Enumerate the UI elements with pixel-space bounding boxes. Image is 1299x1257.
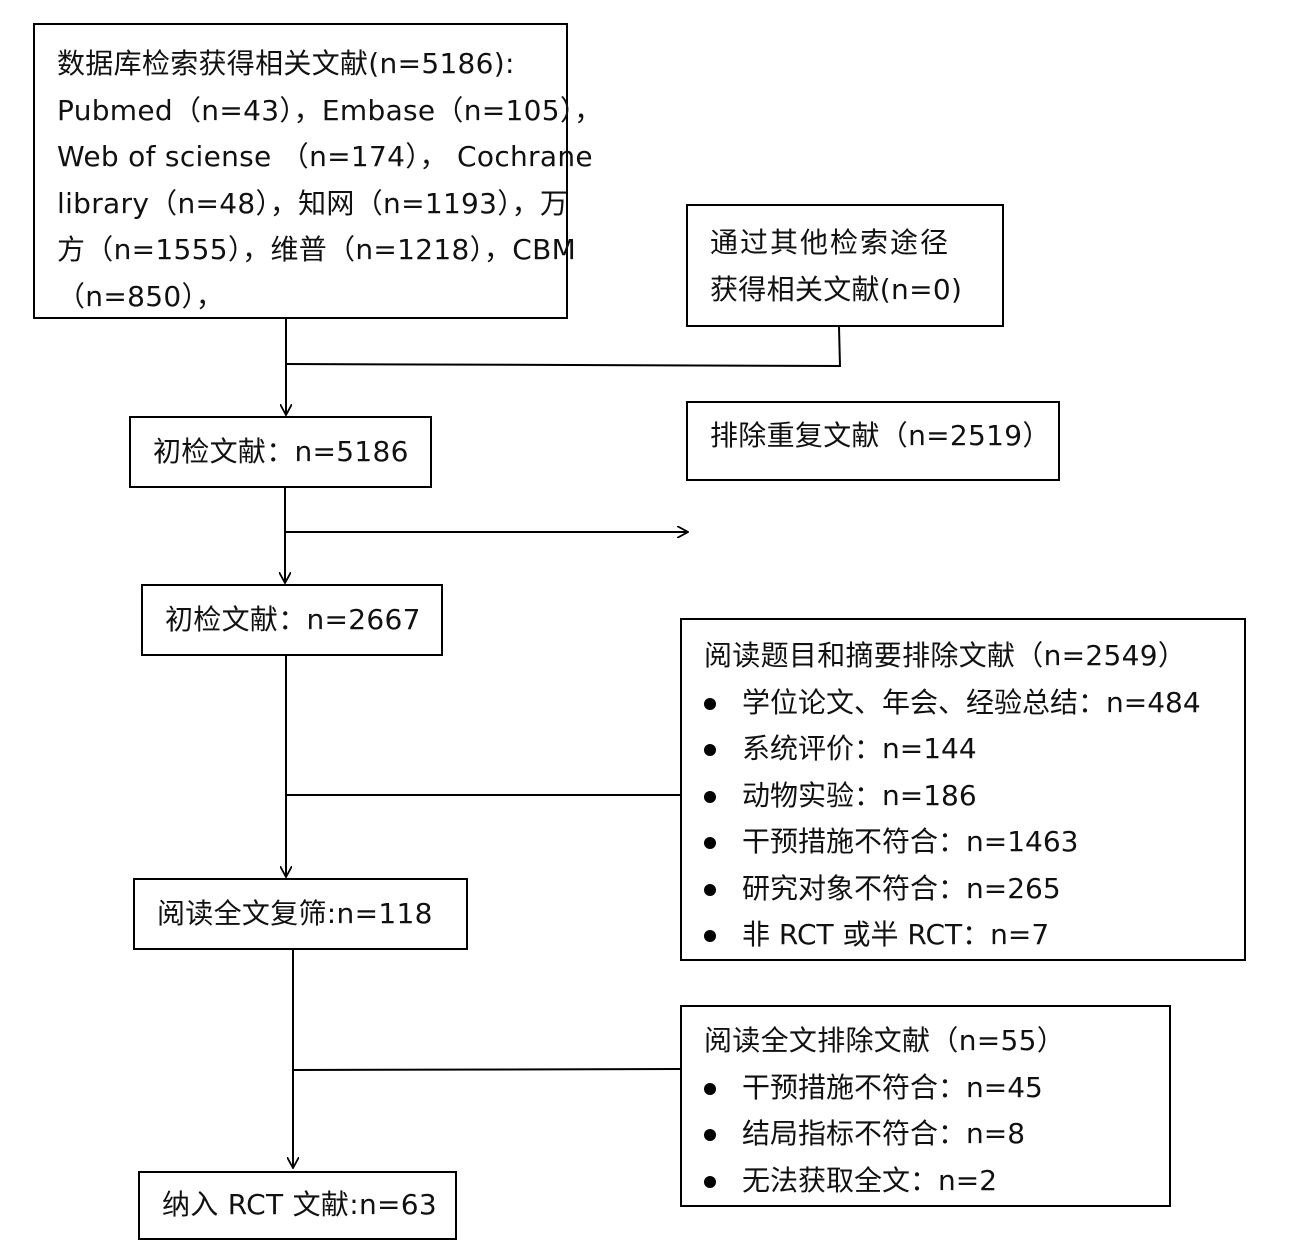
bullet-icon [704,744,716,756]
list-item-label: 非 RCT 或半 RCT：n=7 [742,918,1050,951]
included-box: 纳入 RCT 文献:n=63 [138,1171,457,1240]
list-item-label: 学位论文、年会、经验总结：n=484 [742,685,1201,719]
included-label: 纳入 RCT 文献:n=63 [162,1188,437,1222]
other-sources-line: 通过其他检索途径 [710,226,951,259]
title-abstract-excluded-box: 阅读题目和摘要排除文献（n=2549） 学位论文、年会、经验总结：n=484 系… [680,618,1246,961]
bullet-icon [704,790,716,803]
list-item-label: 干预措施不符合：n=1463 [742,825,1079,858]
list-item: 无法获取全文：n=2 [704,1158,1169,1205]
list-item: 研究对象不符合：n=265 [704,866,1244,913]
initial-check-1-box: 初检文献：n=5186 [129,416,432,488]
full-text-excluded-box: 阅读全文排除文献（n=55） 干预措施不符合：n=45 结局指标不符合：n=8 … [680,1005,1171,1207]
full-text-review-box: 阅读全文复筛:n=118 [133,878,468,950]
duplicates-removed-box: 排除重复文献（n=2519） [686,401,1060,481]
list-item-label: 干预措施不符合：n=45 [742,1070,1043,1104]
initial-check-2-label: 初检文献：n=2667 [165,602,421,636]
database-search-line: （n=850）， [57,279,225,313]
list-item-label: 系统评价：n=144 [742,732,977,765]
list-item: 系统评价：n=144 [704,726,1244,773]
bullet-icon [704,1175,716,1188]
database-search-line: 数据库检索获得相关文献(n=5186): [57,47,515,80]
full-text-excluded-list: 干预措施不符合：n=45 结局指标不符合：n=8 无法获取全文：n=2 [704,1065,1169,1205]
bullet-icon [704,837,716,849]
other-sources-line: 获得相关文献(n=0) [710,272,963,306]
list-item: 干预措施不符合：n=45 [704,1065,1169,1112]
bullet-icon [704,1082,716,1095]
other-sources-text: 通过其他检索途径 获得相关文献(n=0) [710,220,1002,313]
initial-check-1-label: 初检文献：n=5186 [153,434,409,468]
bullet-icon [704,930,716,942]
list-item: 动物实验：n=186 [704,773,1244,820]
edge-other-sources-to-initial-check-1 [285,326,842,368]
database-search-line: Pubmed（n=43），Embase（n=105）， [57,93,603,127]
full-text-excluded-title: 阅读全文排除文献（n=55） [704,1024,1066,1057]
duplicates-removed-label: 排除重复文献（n=2519） [710,419,1051,452]
bullet-icon [704,883,716,896]
database-search-box: 数据库检索获得相关文献(n=5186): Pubmed（n=43），Embase… [33,23,603,320]
list-item: 非 RCT 或半 RCT：n=7 [704,912,1244,959]
full-text-review-label: 阅读全文复筛:n=118 [157,896,433,930]
bullet-icon [704,1129,716,1141]
edge-full-text-review-to-full-text-excluded [292,1068,682,1071]
database-search-text: 数据库检索获得相关文献(n=5186): Pubmed（n=43），Embase… [57,41,603,320]
list-item: 学位论文、年会、经验总结：n=484 [704,680,1244,727]
list-item-label: 研究对象不符合：n=265 [742,871,1061,905]
list-item: 干预措施不符合：n=1463 [704,819,1244,866]
database-search-line: 方（n=1555），维普（n=1218），CBM [57,233,577,266]
bullet-icon [704,697,716,710]
other-sources-box: 通过其他检索途径 获得相关文献(n=0) [686,204,1004,327]
title-abstract-excluded-title: 阅读题目和摘要排除文献（n=2549） [704,639,1187,672]
database-search-line: library（n=48），知网（n=1193），万 [57,186,569,220]
list-item-label: 结局指标不符合：n=8 [742,1117,1026,1150]
database-search-line: Web of sciense （n=174）， Cochrane [57,140,593,173]
initial-check-2-box: 初检文献：n=2667 [141,584,443,656]
list-item-label: 动物实验：n=186 [742,778,977,812]
list-item: 结局指标不符合：n=8 [704,1111,1169,1158]
title-abstract-excluded-list: 学位论文、年会、经验总结：n=484 系统评价：n=144 动物实验：n=186… [704,680,1244,959]
list-item-label: 无法获取全文：n=2 [742,1163,998,1197]
